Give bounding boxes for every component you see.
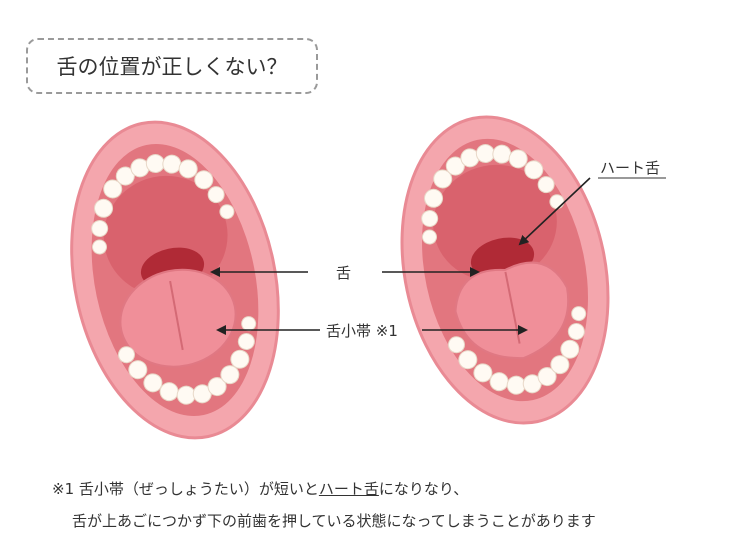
note-line-1-suffix: になりなり、	[378, 480, 469, 498]
left-lower-teeth	[117, 316, 257, 405]
arrow-heart-tongue	[518, 177, 591, 246]
label-tongue: 舌	[336, 264, 352, 282]
title-box: 舌の位置が正しくない？	[26, 38, 318, 94]
right-upper-teeth	[421, 144, 565, 245]
label-heart-tongue: ハート舌	[600, 159, 661, 177]
left-tongue	[119, 268, 237, 368]
right-lower-teeth	[447, 306, 587, 395]
note-line-1: ※1 舌小帯（ぜっしょうたい）が短いとハート舌になりなり、	[52, 478, 468, 499]
label-frenulum: 舌小帯 ※1	[326, 322, 398, 340]
title-text: 舌の位置が正しくない？	[56, 55, 288, 79]
left-upper-teeth	[91, 154, 235, 255]
pointer-arrows	[210, 177, 591, 335]
right-heart-tongue	[454, 261, 570, 360]
note-line-1-underlined: ハート舌	[318, 480, 379, 498]
note-line-2: 舌が上あごにつかず下の前歯を押している状態になってしまうことがあります	[72, 512, 596, 530]
right-mouth-illustration	[400, 115, 610, 425]
note-line-1-prefix: ※1 舌小帯（ぜっしょうたい）が短いと	[52, 480, 319, 498]
left-mouth-illustration	[70, 120, 280, 440]
